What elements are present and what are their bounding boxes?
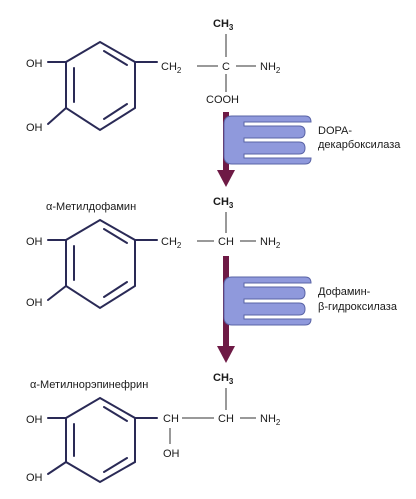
enzyme-shape-2 [223, 276, 312, 326]
benzene-ring [65, 396, 136, 484]
bond-oh-bottom [47, 107, 67, 125]
bond-oh-bottom [47, 285, 67, 301]
compound-2: α-Метилдофамин OH OH CH2 CH NH2 CH3 [26, 196, 281, 310]
oh-top-label: OH [26, 236, 43, 248]
nh2-label: NH2 [260, 413, 281, 427]
oh-bottom-label: OH [26, 297, 43, 309]
ch-left-label: CH [163, 413, 179, 425]
oh-bottom-label: OH [26, 122, 43, 134]
ch2-label: CH2 [161, 236, 182, 250]
ch3-label: CH3 [213, 196, 234, 210]
ch2-label: CH2 [161, 61, 182, 75]
compound-3-name: α-Метилнорэпинефрин [30, 379, 148, 391]
enzyme-1-line1: DOPA- [318, 125, 352, 137]
ch3-label: CH3 [213, 372, 234, 386]
oh-bottom-label: OH [26, 472, 43, 484]
enzyme-2-line1: Дофамин- [318, 286, 371, 298]
compound-3: α-Метилнорэпинефрин OH OH CH OH CH NH2 C… [26, 372, 281, 484]
cooh-label: COOH [206, 94, 239, 106]
center-carbon-label: C [222, 61, 230, 73]
nh2-label: NH2 [260, 236, 281, 250]
benzene-ring [65, 40, 136, 132]
oh-top-label: OH [26, 414, 43, 426]
nh2-label: NH2 [260, 61, 281, 75]
oh-side-label: OH [163, 448, 180, 460]
enzyme-shape-1 [223, 115, 312, 165]
center-carbon-label: CH [218, 413, 234, 425]
enzyme-1-line2: декарбоксилаза [318, 139, 401, 151]
oh-top-label: OH [26, 58, 43, 70]
enzyme-2-line2: β-гидроксилаза [318, 301, 398, 313]
benzene-ring [65, 218, 136, 310]
center-carbon-label: CH [218, 236, 234, 248]
compound-2-name: α-Метилдофамин [46, 201, 136, 213]
compound-1: OH OH CH2 C NH2 CH3 COOH [26, 18, 281, 134]
ch3-label: CH3 [213, 18, 234, 32]
bond-oh-bottom [47, 461, 67, 475]
